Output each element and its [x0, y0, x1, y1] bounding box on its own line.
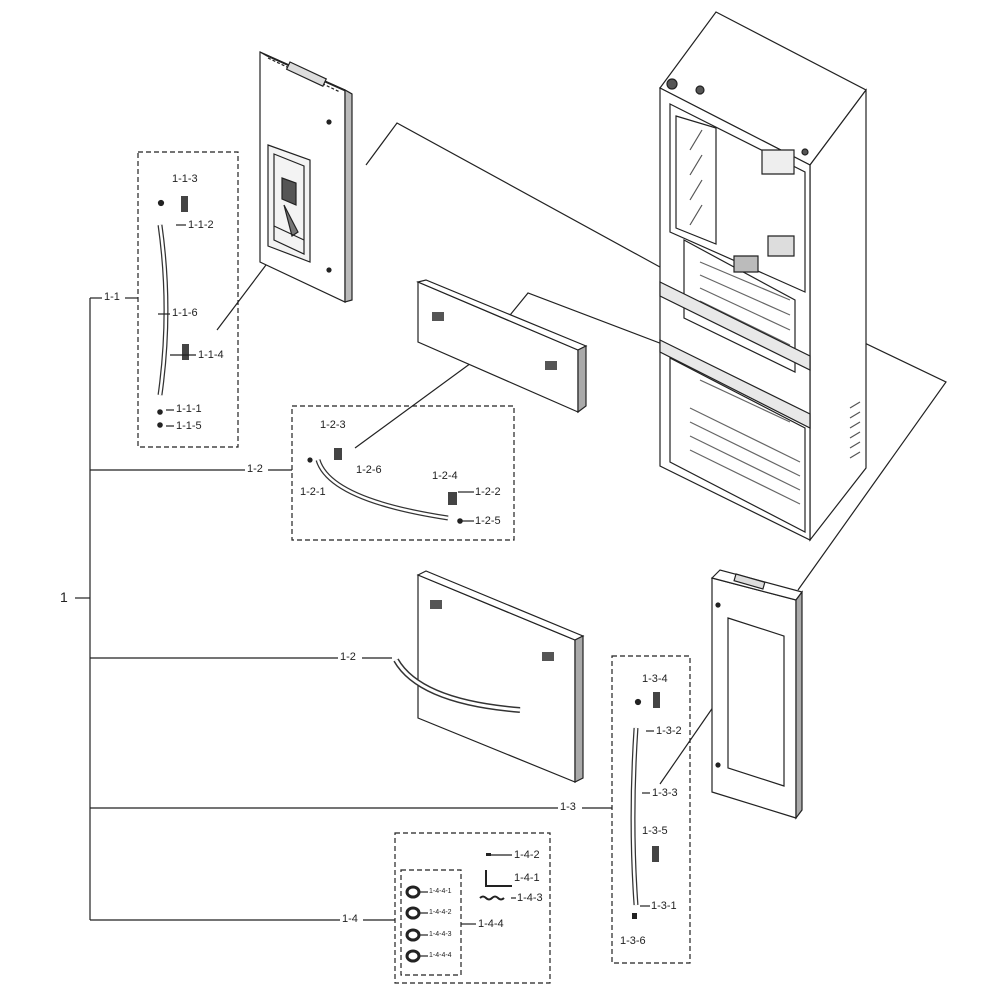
left-dispenser-door [260, 52, 352, 302]
label-1-3-3: 1-3-3 [652, 787, 678, 799]
label-1-2-top: 1-2 [247, 463, 263, 475]
group-box-1-3 [612, 656, 690, 963]
label-1-1-6: 1-1-6 [172, 307, 198, 319]
label-1-4-2: 1-4-2 [514, 849, 540, 861]
label-1-3-1: 1-3-1 [651, 900, 677, 912]
group-box-1-1 [138, 152, 238, 447]
lower-freezer-drawer [396, 571, 583, 782]
label-1-4-4: 1-4-4 [478, 918, 504, 930]
hardware-1-4 [407, 853, 516, 961]
label-1-2-2: 1-2-2 [475, 486, 501, 498]
label-1-1-2: 1-1-2 [188, 219, 214, 231]
label-1-1-5: 1-1-5 [176, 420, 202, 432]
label-1-2-3: 1-2-3 [320, 419, 346, 431]
label-1-4-4-3: 1-4-4-3 [429, 931, 452, 938]
label-1-4-3: 1-4-3 [517, 892, 543, 904]
handle-1-3 [632, 692, 660, 919]
label-1-1-3: 1-1-3 [172, 173, 198, 185]
label-1-3-2: 1-3-2 [656, 725, 682, 737]
label-1-4-4-4: 1-4-4-4 [429, 952, 452, 959]
cam-rings [407, 887, 476, 961]
label-1-3-5: 1-3-5 [642, 825, 668, 837]
group-box-1-2 [292, 406, 514, 540]
label-1-4-4-1: 1-4-4-1 [429, 888, 452, 895]
right-fridge-door [712, 570, 802, 818]
label-1-2-6: 1-2-6 [356, 464, 382, 476]
refrigerator-cabinet [660, 12, 866, 540]
label-1-4-1: 1-4-1 [514, 872, 540, 884]
label-1-4-4-2: 1-4-4-2 [429, 909, 452, 916]
dashed-group-boxes [138, 152, 690, 983]
label-1-3-4: 1-3-4 [642, 673, 668, 685]
label-1-2-5: 1-2-5 [475, 515, 501, 527]
label-1-1-4: 1-1-4 [198, 349, 224, 361]
handle-1-1 [158, 196, 196, 427]
handle-1-2 [308, 448, 474, 523]
assembly-tree-lines [75, 298, 612, 920]
label-root: 1 [60, 589, 68, 605]
upper-drawer-panel [418, 280, 586, 412]
label-1-4: 1-4 [342, 913, 358, 925]
label-1-2-4: 1-2-4 [432, 470, 458, 482]
group-box-1-4-4 [401, 870, 461, 975]
label-1-3: 1-3 [560, 801, 576, 813]
label-1-1-1: 1-1-1 [176, 403, 202, 415]
label-1-3-6: 1-3-6 [620, 935, 646, 947]
label-1-2-mid: 1-2 [340, 651, 356, 663]
label-1-2-1: 1-2-1 [300, 486, 326, 498]
label-1-1: 1-1 [104, 291, 120, 303]
